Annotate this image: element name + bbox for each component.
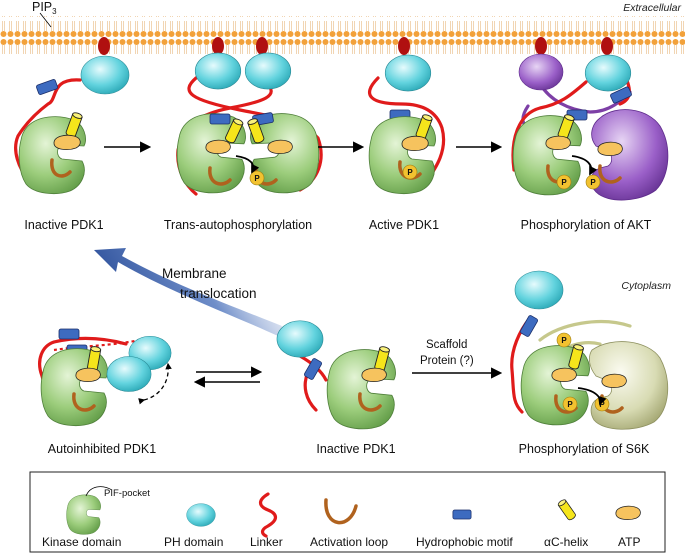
s6k-kinase-domain (588, 341, 669, 430)
ph-domain (584, 54, 632, 92)
cell-membrane (0, 16, 685, 54)
atp (53, 134, 81, 150)
extracellular-label: Extracellular (623, 2, 681, 14)
ph-domain (244, 52, 292, 90)
linker (367, 76, 446, 184)
atp (597, 141, 623, 156)
legend-ph-domain: PH domain (164, 535, 223, 549)
label-translocation: translocation (180, 286, 257, 301)
label-protein: Protein (?) (420, 355, 474, 367)
phosphotransfer-arrow (235, 155, 260, 174)
phosphotransfer-arrow (571, 155, 598, 176)
phospho-label: P (407, 168, 413, 177)
linker-dashed (53, 338, 141, 352)
ph-domain (384, 54, 432, 92)
legend-hydrophobic-icon (452, 509, 472, 520)
atp (545, 135, 571, 150)
ph-domain (194, 52, 242, 90)
ph-domain (276, 320, 324, 358)
legend-linker-icon (258, 492, 278, 538)
conformation-arrow (138, 362, 172, 405)
ph-domain (106, 356, 152, 392)
akt-ph-domain (518, 53, 564, 91)
label-phosphorylation-s6k: Phosphorylation of S6K (519, 442, 650, 456)
ph-domain (80, 55, 130, 95)
label-autoinhibited-pdk1: Autoinhibited PDK1 (48, 442, 156, 456)
activation-loop (598, 164, 622, 184)
legend-activation-loop: Activation loop (310, 535, 388, 549)
atp (551, 367, 577, 382)
atp (361, 367, 387, 382)
membrane-translocation-arrow (94, 248, 282, 336)
cytoplasm-label: Cytoplasm (621, 280, 671, 292)
label-inactive-pdk1-mid: Inactive PDK1 (316, 442, 395, 456)
phospho-label: P (254, 174, 260, 183)
atp (205, 139, 231, 154)
pip3-molecule (601, 37, 613, 55)
label-scaffold: Scaffold (426, 339, 467, 351)
activation-loop (208, 166, 232, 186)
stage-inactive-pdk1-mid (276, 320, 396, 430)
pip3-pointer (39, 12, 52, 28)
pip3-molecule (256, 37, 268, 55)
legend-ac-helix: αC-helix (544, 535, 588, 549)
activation-loop (50, 158, 72, 178)
stage-phosphorylation-akt: P P (511, 53, 669, 201)
ph-domain (514, 270, 564, 310)
pip3-molecule (535, 37, 547, 55)
label-membrane: Membrane (162, 266, 227, 281)
legend-pif-pocket: PIF-pocket (104, 488, 150, 499)
legend-kinase-domain: Kinase domain (42, 535, 121, 549)
legend-activation-loop-icon (324, 498, 358, 525)
phospho-label: P (590, 178, 596, 187)
pip3-molecules (98, 37, 613, 55)
label-phosphorylation-akt: Phosphorylation of AKT (521, 218, 652, 232)
stage-trans-autophosphorylation: P (176, 52, 323, 196)
label-trans-autophosphorylation: Trans-autophosphorylation (164, 218, 312, 232)
hydrophobic-motif (209, 113, 231, 125)
phospho-label: P (561, 336, 567, 345)
legend-atp: ATP (618, 535, 640, 549)
stage-phosphorylation-s6k: P P P (510, 270, 669, 430)
phospho-label: P (561, 178, 567, 187)
hydrophobic-motif (58, 328, 80, 340)
activation-loop (72, 392, 96, 412)
atp (75, 367, 101, 382)
legend-box (29, 471, 666, 553)
pip3-molecule (398, 37, 410, 55)
atp (401, 135, 429, 151)
label-active-pdk1: Active PDK1 (369, 218, 439, 232)
pip3-molecule (212, 37, 224, 55)
stage-autoinhibited-pdk1 (38, 328, 172, 427)
pif-pocket-pointer (85, 486, 113, 497)
stage-active-pdk1: P (367, 54, 446, 195)
pip3-label: PIP3 (32, 0, 57, 16)
phosphotransfer-arrow (577, 387, 607, 406)
legend: PIF-pocket Kinase domain PH domain Linke… (29, 471, 666, 553)
activation-loop (358, 392, 382, 412)
legend-hydrophobic-motif: Hydrophobic motif (416, 535, 513, 549)
pip3-molecule (98, 37, 110, 55)
label-inactive-pdk1-top: Inactive PDK1 (24, 218, 103, 232)
stage-inactive-pdk1-top (14, 55, 130, 195)
legend-ph-icon (186, 503, 216, 527)
legend-atp-icon (615, 505, 641, 520)
atp (601, 373, 627, 388)
legend-linker: Linker (250, 535, 283, 549)
s6k-linker (538, 319, 632, 342)
phospho-label: P (567, 400, 573, 409)
atp (267, 139, 293, 154)
